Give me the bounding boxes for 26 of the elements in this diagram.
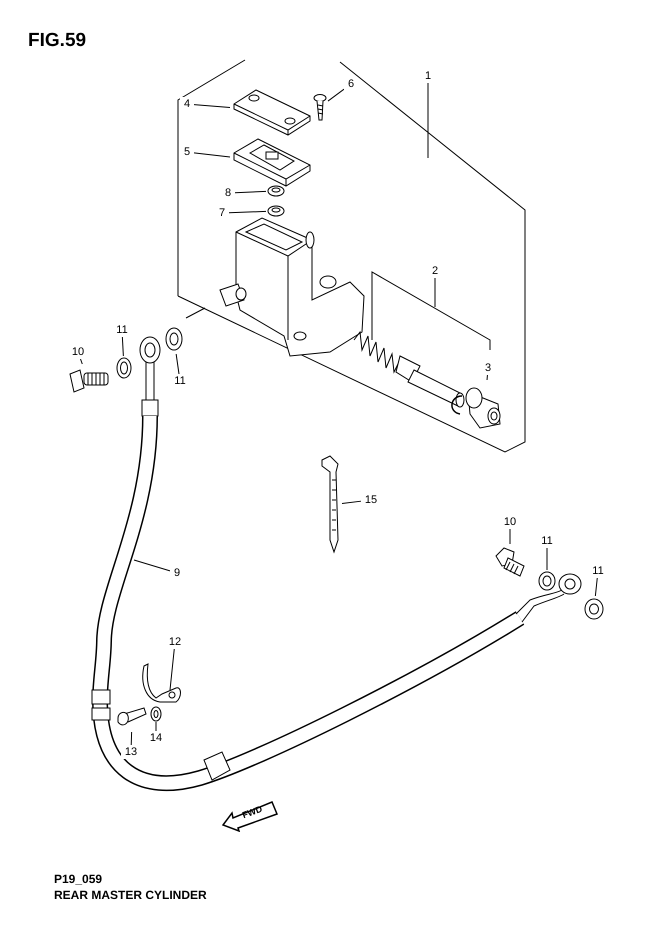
leader-line bbox=[194, 104, 230, 108]
leader-line bbox=[486, 374, 488, 380]
leader-line bbox=[234, 190, 266, 194]
screw-drawing bbox=[312, 92, 328, 122]
washer-drawing bbox=[114, 356, 134, 380]
figure-title: FIG.59 bbox=[28, 30, 86, 52]
o-ring-drawing bbox=[266, 204, 286, 218]
caption-text: P19_059 bbox=[54, 872, 102, 886]
washer-drawing bbox=[582, 596, 606, 622]
caption-text: REAR MASTER CYLINDER bbox=[54, 888, 207, 902]
leader-line bbox=[228, 210, 266, 214]
washer-drawing bbox=[536, 570, 558, 592]
leader-line bbox=[170, 648, 175, 690]
leader-line bbox=[134, 560, 170, 572]
leader-line bbox=[176, 354, 180, 374]
washer-drawing bbox=[149, 706, 163, 722]
leader-line bbox=[594, 578, 598, 596]
leader-line bbox=[130, 732, 132, 746]
leader-line bbox=[80, 358, 83, 364]
leader-line bbox=[122, 336, 124, 356]
o-ring-drawing bbox=[266, 184, 286, 198]
leader-line bbox=[434, 278, 436, 308]
leader-line bbox=[194, 152, 230, 158]
leader-line bbox=[342, 500, 362, 504]
leader-line bbox=[546, 548, 548, 570]
leader-line bbox=[328, 88, 344, 102]
